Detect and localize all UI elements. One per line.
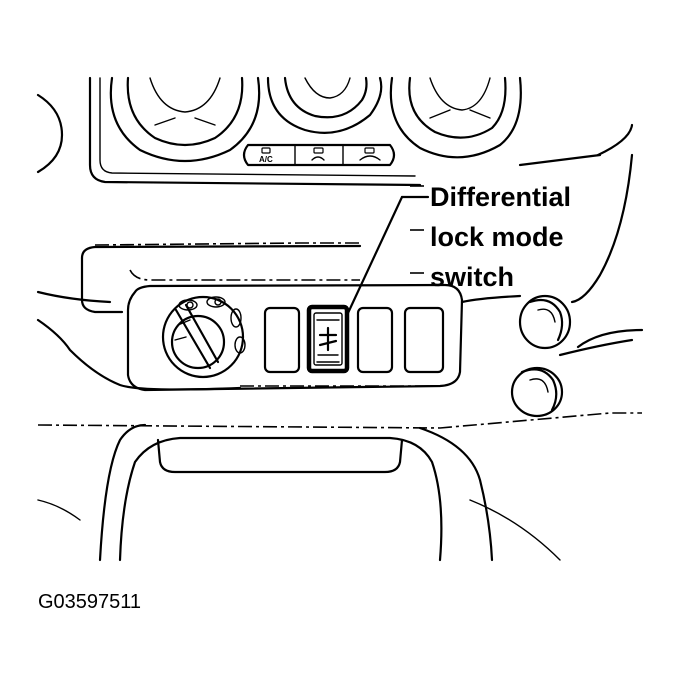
center-vent-left bbox=[109, 76, 261, 163]
left-vent-edge bbox=[36, 93, 64, 174]
upper-vent-bezel: A/C bbox=[88, 76, 634, 187]
differential-lock-mode-switch[interactable] bbox=[306, 304, 350, 374]
trim-dashed-lines bbox=[37, 185, 642, 429]
right-door-trim bbox=[570, 153, 644, 349]
callout-leader bbox=[346, 195, 430, 315]
center-console bbox=[37, 423, 561, 562]
switch-panel bbox=[36, 244, 464, 392]
ac-button[interactable]: A/C bbox=[259, 147, 273, 164]
ac-button-label: A/C bbox=[259, 155, 273, 164]
right-side-knobs bbox=[460, 294, 634, 418]
callout-line-3: switch bbox=[430, 262, 514, 292]
callout-line-2: lock mode bbox=[430, 222, 564, 252]
light-switch-knob[interactable] bbox=[161, 295, 246, 379]
center-vent-middle bbox=[266, 76, 383, 134]
callout-label: Differential lock mode switch bbox=[430, 182, 571, 292]
hvac-button-strip: A/C bbox=[242, 143, 396, 167]
recirculation-button[interactable] bbox=[311, 147, 325, 161]
blank-switch-slots bbox=[263, 306, 445, 374]
center-vent-right bbox=[389, 76, 522, 159]
callout-line-1: Differential bbox=[430, 182, 571, 212]
figure-id: G03597511 bbox=[38, 591, 141, 613]
defrost-button[interactable] bbox=[359, 147, 381, 161]
